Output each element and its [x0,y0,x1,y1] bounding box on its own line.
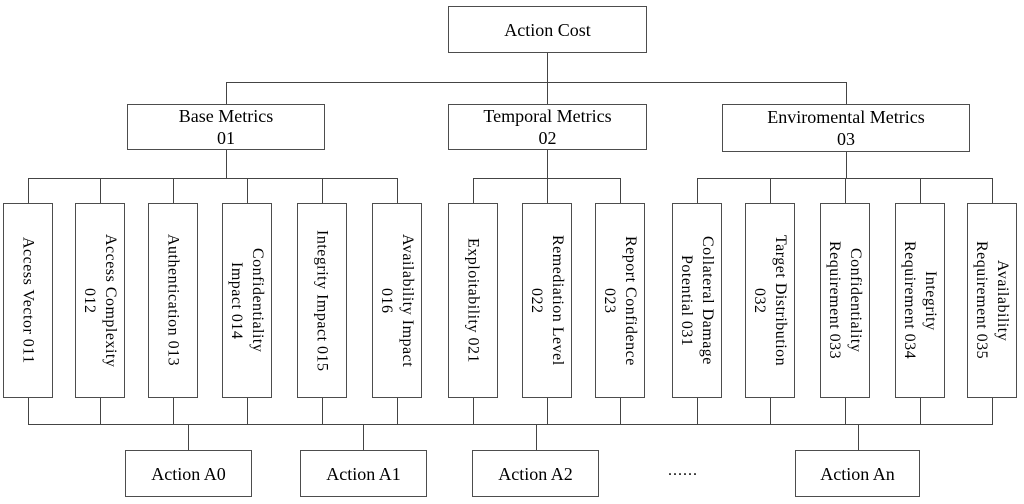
node-access-complexity: Access Complexity 012 [75,203,125,398]
connector-line [992,398,993,424]
connector-line [397,398,398,424]
connector-line [697,178,698,203]
node-label: Authentication 013 [164,234,182,367]
connector-line [547,398,548,424]
connector-line [28,178,398,179]
connector-line [473,178,474,203]
node-action-cost: Action Cost [448,6,647,53]
node-label: Temporal Metrics 02 [483,106,612,148]
node-label: Action An [820,463,895,484]
connector-line [473,398,474,424]
connector-line [536,424,537,450]
connector-line [363,424,364,450]
node-label: Action Cost [504,19,591,40]
node-temporal-metrics: Temporal Metrics 02 [448,104,647,150]
node-label: Action A2 [498,463,573,484]
connector-line [322,398,323,424]
connector-line [846,152,847,178]
node-availability-requirement: Availability Requirement 035 [967,203,1017,398]
node-label: Report Confidence 023 [601,235,639,366]
node-remediation-level: Remediation Level 022 [522,203,572,398]
connector-line [397,178,398,203]
connector-line [28,398,29,424]
connector-line [100,178,101,203]
connector-line [547,150,548,178]
node-label: Integrity Requirement 034 [901,241,939,360]
node-target-distribution: Target Distribution 032 [745,203,795,398]
node-integrity-requirement: Integrity Requirement 034 [895,203,945,398]
connector-line [547,178,548,203]
node-action-a2: Action A2 [472,450,599,497]
connector-line [920,178,921,203]
node-label: Action A0 [151,463,226,484]
connector-line [547,82,548,104]
connector-line [845,178,846,203]
connector-line [226,82,227,104]
connector-line [188,424,189,450]
node-label: Enviromental Metrics 03 [767,107,925,149]
connector-line [173,398,174,424]
connector-line [858,424,859,450]
connector-line [322,178,323,203]
connector-line [620,178,621,203]
node-label: Collateral Damage Potential 031 [678,236,716,365]
connector-line [28,178,29,203]
node-exploitability: Exploitability 021 [448,203,498,398]
node-integrity-impact: Integrity Impact 015 [297,203,347,398]
node-collateral-damage-potential: Collateral Damage Potential 031 [672,203,722,398]
connector-line [770,398,771,424]
node-environmental-metrics: Enviromental Metrics 03 [722,104,970,152]
connector-line [845,398,846,424]
connector-line [226,82,847,83]
connector-line [620,398,621,424]
connector-line [992,178,993,203]
node-access-vector: Access Vector 011 [3,203,53,398]
node-label: Confidentiality Impact 014 [228,248,266,353]
node-action-an: Action An [795,450,920,497]
node-availability-impact: Availability Impact 016 [372,203,422,398]
node-label: Availability Requirement 035 [973,241,1011,360]
node-label: Target Distribution 032 [751,234,789,367]
connector-bus-line [28,424,993,425]
node-label: Availability Impact 016 [378,233,416,368]
node-label: Access Vector 011 [19,237,37,364]
node-action-a1: Action A1 [300,450,427,497]
node-authentication: Authentication 013 [148,203,198,398]
node-label: Exploitability 021 [464,238,482,363]
connector-line [920,398,921,424]
node-confidentiality-requirement: Confidentiality Requirement 033 [820,203,870,398]
connector-line [770,178,771,203]
node-label: Action A1 [326,463,401,484]
connector-line [247,178,248,203]
connector-line [226,150,227,178]
node-action-a0: Action A0 [125,450,252,497]
node-label: Integrity Impact 015 [313,229,331,372]
connector-line [846,82,847,104]
connector-line [697,398,698,424]
connector-line [100,398,101,424]
node-label: Base Metrics 01 [178,106,274,148]
node-base-metrics: Base Metrics 01 [127,104,325,150]
connector-line [547,53,548,83]
node-label: Remediation Level 022 [528,235,566,366]
node-label: Confidentiality Requirement 033 [826,241,864,360]
ellipsis-more-actions: ...... [668,462,698,479]
node-report-confidence: Report Confidence 023 [595,203,645,398]
connector-line [173,178,174,203]
node-label: Access Complexity 012 [81,233,119,368]
connector-line [247,398,248,424]
node-confidentiality-impact: Confidentiality Impact 014 [222,203,272,398]
